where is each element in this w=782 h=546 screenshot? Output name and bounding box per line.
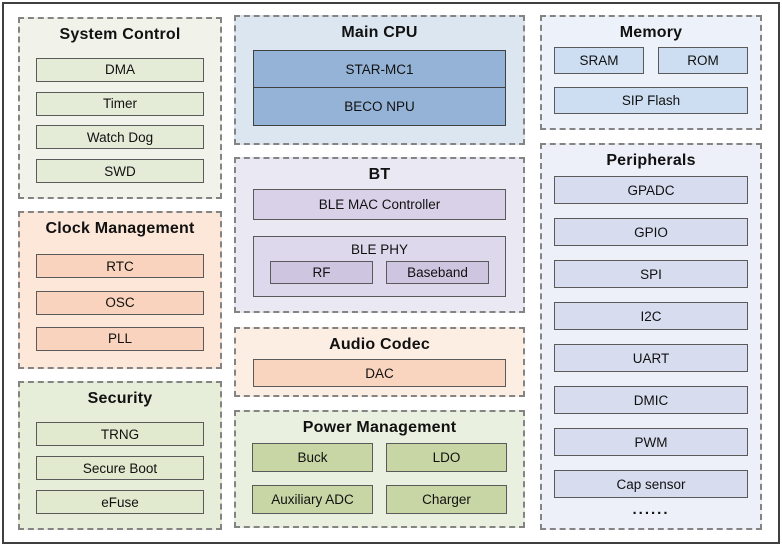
block-ldo: LDO [386, 443, 507, 473]
ble-phy-blocks: RF Baseband [254, 259, 505, 284]
panel-bt: BT BLE MAC Controller BLE PHY RF Baseban… [234, 157, 525, 313]
block-sip-flash: SIP Flash [554, 87, 748, 115]
block-cap-sensor: Cap sensor [554, 470, 748, 499]
ble-phy-group: BLE PHY RF Baseband [253, 236, 506, 298]
block-dac: DAC [253, 359, 506, 388]
panel-title: Peripherals [606, 152, 696, 169]
block-uart: UART [554, 344, 748, 373]
block-swd: SWD [36, 159, 204, 184]
memory-row-blocks: SRAM ROM [542, 46, 760, 75]
block-buck: Buck [252, 443, 373, 473]
panel-system-control: System Control DMA Timer Watch Dog SWD [18, 17, 222, 199]
block-rtc: RTC [36, 254, 204, 279]
block-charger: Charger [386, 485, 507, 515]
block-secure-boot: Secure Boot [36, 456, 204, 481]
block-trng: TRNG [36, 422, 204, 447]
block-auxiliary-adc: Auxiliary ADC [252, 485, 373, 515]
block-pwm: PWM [554, 428, 748, 457]
block-spi: SPI [554, 260, 748, 289]
block-pll: PLL [36, 326, 204, 351]
main-cpu-blocks: STAR-MC1 BECO NPU [253, 50, 506, 127]
block-sram: SRAM [554, 47, 644, 75]
panel-title: System Control [59, 26, 181, 43]
panel-clock-management: Clock Management RTC OSC PLL [18, 211, 222, 369]
block-baseband: Baseband [386, 260, 489, 284]
panel-title: Audio Codec [329, 336, 430, 353]
block-star-mc1: STAR-MC1 [253, 50, 506, 89]
panel-title: BT [368, 166, 391, 183]
ble-phy-label: BLE PHY [350, 242, 409, 258]
block-dmic: DMIC [554, 386, 748, 415]
panel-title: Memory [619, 24, 683, 41]
security-blocks: TRNG Secure Boot eFuse [20, 412, 220, 528]
system-control-blocks: DMA Timer Watch Dog SWD [20, 48, 220, 197]
panel-security: Security TRNG Secure Boot eFuse [18, 381, 222, 530]
panel-peripherals: Peripherals GPADC GPIO SPI I2C UART DMIC… [540, 143, 762, 530]
block-efuse: eFuse [36, 490, 204, 515]
panel-audio-codec: Audio Codec DAC [234, 327, 525, 397]
block-i2c: I2C [554, 302, 748, 331]
block-ble-mac-controller: BLE MAC Controller [253, 189, 506, 221]
block-osc: OSC [36, 290, 204, 315]
clock-management-blocks: RTC OSC PLL [20, 242, 220, 367]
panel-title: Clock Management [45, 220, 195, 237]
panel-power-management: Power Management Buck LDO Auxiliary ADC … [234, 410, 525, 528]
panel-memory: Memory SRAM ROM SIP Flash [540, 15, 762, 130]
peripherals-blocks: GPADC GPIO SPI I2C UART DMIC PWM Cap sen… [542, 174, 760, 499]
block-gpadc: GPADC [554, 176, 748, 205]
block-beco-npu: BECO NPU [253, 88, 506, 127]
panel-title: Security [87, 390, 153, 407]
block-rf: RF [270, 260, 373, 284]
power-management-blocks: Buck LDO Auxiliary ADC Charger [236, 441, 523, 515]
block-watch-dog: Watch Dog [36, 125, 204, 150]
block-timer: Timer [36, 91, 204, 116]
block-gpio: GPIO [554, 218, 748, 247]
panel-title: Power Management [302, 419, 457, 436]
block-dma: DMA [36, 57, 204, 82]
block-rom: ROM [658, 47, 748, 75]
panel-main-cpu: Main CPU STAR-MC1 BECO NPU [234, 15, 525, 145]
peripherals-ellipsis: ...... [632, 501, 670, 519]
panel-title: Main CPU [341, 24, 418, 41]
